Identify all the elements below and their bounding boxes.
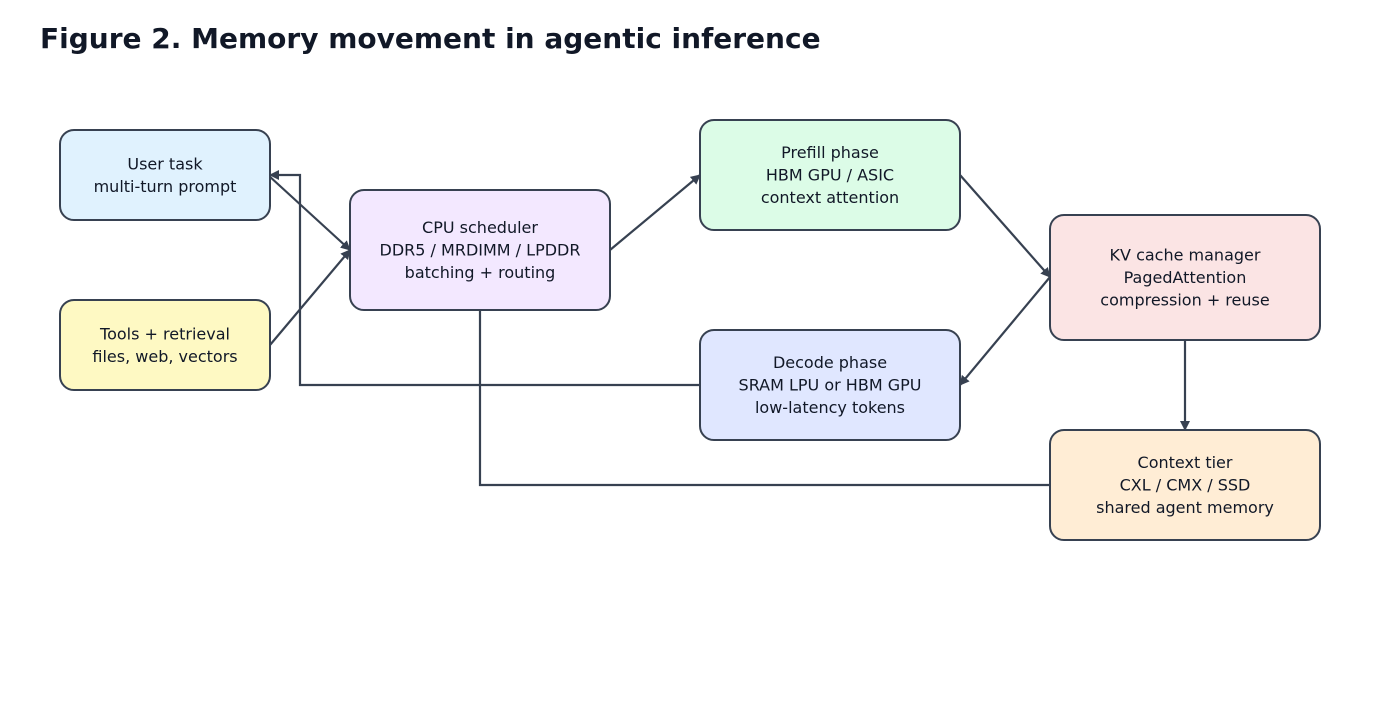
node-box-context-tier	[1049, 429, 1321, 541]
node-label-kv-cache-line-3: compression + reuse	[1100, 291, 1269, 310]
edge-decode-to-user-task	[269, 170, 700, 387]
node-label-context-tier-line-2: CXL / CMX / SSD	[1120, 476, 1251, 495]
node-label-decode-line-2: SRAM LPU or HBM GPU	[739, 376, 922, 395]
node-box-cpu-scheduler	[349, 189, 611, 311]
node-label-decode-line-1: Decode phase	[773, 353, 887, 372]
edge-user-task-to-cpu-scheduler	[267, 174, 351, 251]
node-box-user-task	[59, 129, 271, 221]
node-label-cpu-scheduler-line-2: DDR5 / MRDIMM / LPDDR	[380, 241, 581, 260]
node-label-user-task-line-2: multi-turn prompt	[94, 177, 237, 196]
node-box-decode	[699, 329, 961, 441]
node-label-tools-line-2: files, web, vectors	[92, 347, 237, 366]
node-label-context-tier-line-3: shared agent memory	[1096, 498, 1274, 517]
node-label-tools-line-1: Tools + retrieval	[99, 324, 230, 343]
node-label-prefill-line-2: HBM GPU / ASIC	[766, 166, 894, 185]
node-tools: Tools + retrieval files, web, vectors	[59, 299, 271, 391]
edge-tools-to-cpu-scheduler	[269, 249, 351, 346]
node-box-kv-cache	[1049, 214, 1321, 341]
node-label-kv-cache-line-1: KV cache manager	[1110, 246, 1261, 265]
edge-cpu-scheduler-to-prefill	[609, 174, 701, 251]
node-label-user-task-line-1: User task	[127, 154, 203, 173]
node-label-context-tier-line-1: Context tier	[1138, 453, 1233, 472]
edge-kv-cache-to-decode	[959, 276, 1051, 386]
node-label-kv-cache-line-2: PagedAttention	[1124, 268, 1247, 287]
node-box-tools	[59, 299, 271, 391]
node-label-cpu-scheduler-line-1: CPU scheduler	[422, 218, 538, 237]
node-user-task: User task multi-turn prompt	[59, 129, 271, 221]
node-label-cpu-scheduler-line-3: batching + routing	[405, 263, 556, 282]
figure-title: Figure 2. Memory movement in agentic inf…	[40, 22, 821, 55]
node-label-prefill-line-3: context attention	[761, 188, 899, 207]
node-box-prefill	[699, 119, 961, 231]
edge-prefill-to-kv-cache	[959, 174, 1051, 278]
node-label-decode-line-3: low-latency tokens	[755, 398, 905, 417]
node-label-prefill-line-1: Prefill phase	[781, 143, 879, 162]
